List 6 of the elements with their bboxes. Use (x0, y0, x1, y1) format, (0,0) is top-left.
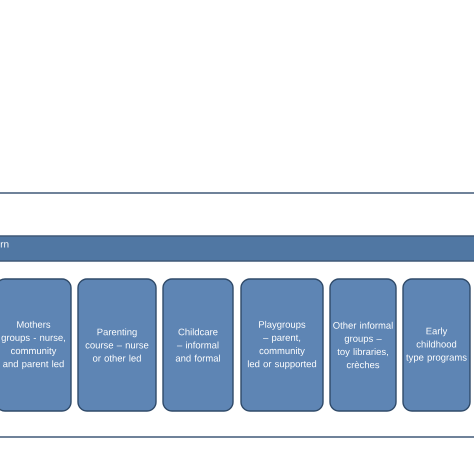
category-box: Playgroups – parent, community led or supported (240, 278, 324, 412)
category-box: Other informal groups – toy libraries, crèches (329, 278, 397, 412)
category-box: Childcare – informal and formal (162, 278, 234, 412)
category-box: Parenting course – nurse or other led (77, 278, 157, 412)
category-box: Mothers groups - nurse, community and parent led (0, 278, 72, 412)
category-box: Early childhood type programs (402, 278, 471, 412)
